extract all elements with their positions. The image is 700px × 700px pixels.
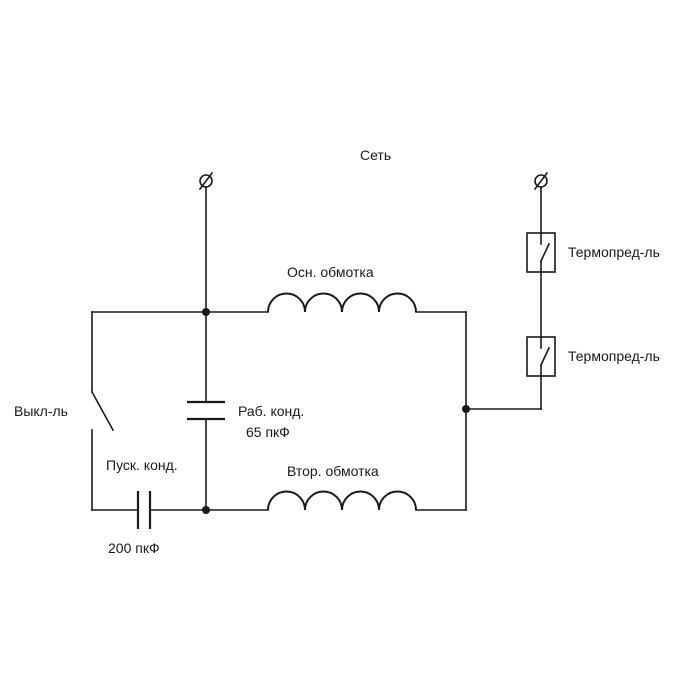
aux-winding-coil xyxy=(267,490,417,511)
label-main-winding: Осн. обмотка xyxy=(287,264,374,280)
label-start-cap-value: 200 пкФ xyxy=(108,540,160,556)
thermal-protector-2 xyxy=(526,336,556,377)
junction-dot-bottom xyxy=(202,506,210,514)
run-capacitor xyxy=(187,400,225,421)
thermal-protector-1 xyxy=(526,232,556,273)
label-switch: Выкл-ль xyxy=(14,403,68,419)
label-thermal-1: Термопред-ль xyxy=(568,244,660,260)
junction-dot-right xyxy=(462,405,470,413)
label-start-cap: Пуск. конд. xyxy=(106,457,178,473)
label-aux-winding: Втор. обмотка xyxy=(287,463,379,479)
switch-contact xyxy=(90,390,115,432)
main-winding-coil xyxy=(267,292,417,313)
label-network: Сеть xyxy=(360,147,391,163)
label-run-cap: Раб. конд. xyxy=(238,403,304,419)
start-capacitor xyxy=(136,491,152,529)
label-thermal-2: Термопред-ль xyxy=(568,348,660,364)
junction-dot-top xyxy=(202,308,210,316)
thermal-chain-wire xyxy=(465,186,542,410)
label-run-cap-value: 65 пкФ xyxy=(246,424,290,440)
